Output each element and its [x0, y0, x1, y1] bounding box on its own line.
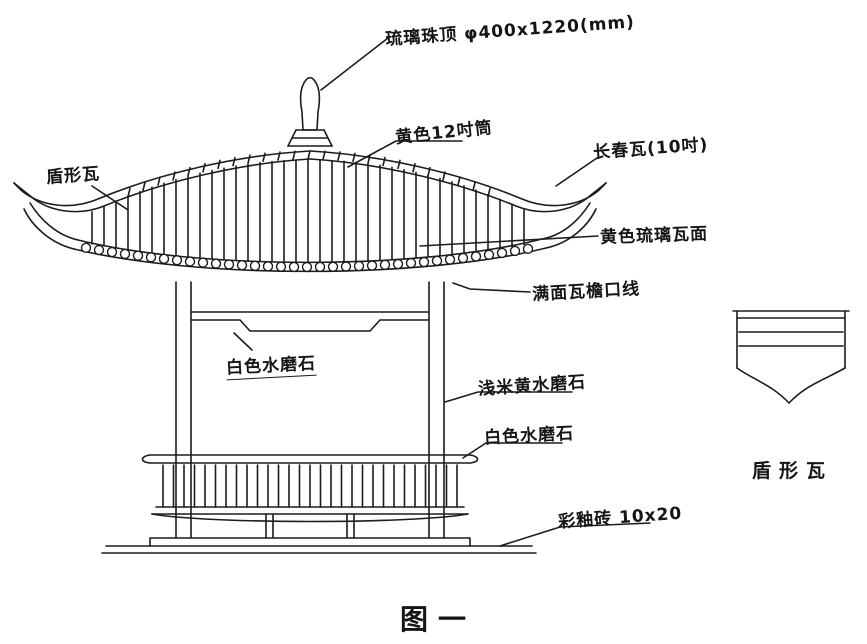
columns [175, 281, 445, 539]
pavilion-finial [287, 76, 333, 147]
shield-tile-detail-drawing [732, 310, 850, 404]
base-platform [101, 537, 537, 554]
label-shield-tile-detail: 盾形瓦 [752, 460, 834, 482]
eave-scallops [80, 242, 534, 273]
label-white-terrazzo-lower: 白色水磨石 [483, 423, 575, 449]
roof-tile-lines [91, 159, 525, 263]
label-glazed-surface: 黄色琉璃瓦面 [599, 224, 709, 248]
roof-ridge [13, 150, 607, 213]
roof-eave [23, 202, 597, 273]
label-shield-tile: 盾形瓦 [45, 164, 101, 188]
balusters [162, 464, 458, 508]
label-white-terrazzo-upper: 白色水磨石 [225, 348, 317, 381]
figure-caption: 图一 [400, 603, 477, 636]
beam-valance [190, 311, 430, 332]
leader-lines [91, 37, 651, 547]
roof-ridge-ticks [127, 150, 491, 198]
railing [141, 454, 479, 539]
